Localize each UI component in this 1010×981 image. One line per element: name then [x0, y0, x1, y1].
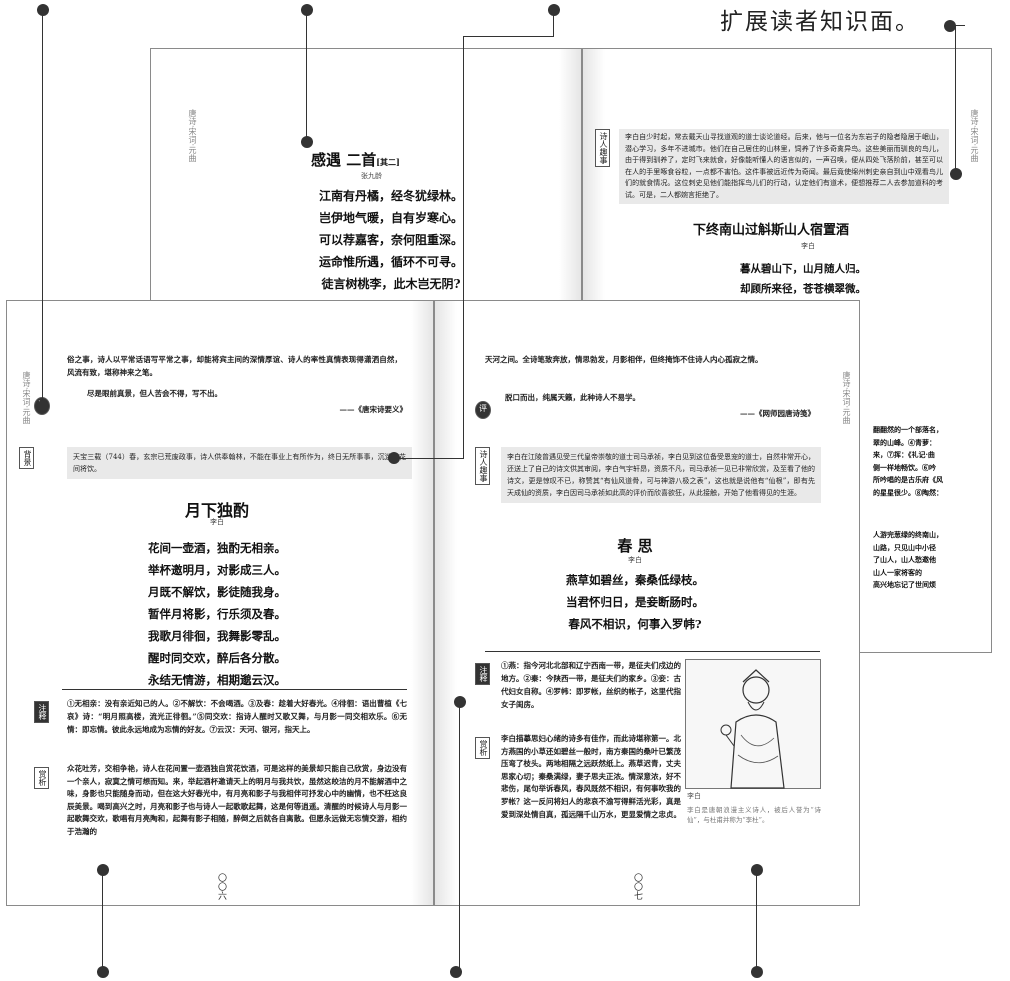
callout-line	[102, 870, 103, 971]
callout-dot	[751, 966, 763, 978]
back-right-page: 唐诗·宋词·元曲 诗人趣事 李白自少时起，常去戴天山寻找道观的道士谈论道经。后来…	[582, 48, 992, 653]
appreciation-text: 李白描摹思妇心绪的诗多有佳作，而此诗堪称第一。北方燕国的小草还如碧丝一般时，南方…	[501, 734, 681, 819]
anecdote-badge: 诗人趣事	[475, 447, 490, 485]
callout-line	[756, 870, 757, 971]
callout-dot	[454, 696, 466, 708]
appreciation-fragment: 人游完葱绿的终南山， 山路，只见山中小径 了山人，山人愁邀他 山人一家将客的 高…	[873, 530, 943, 589]
page-number: 〇〇七	[632, 873, 642, 900]
poem-line: 可以荐嘉客，奈何阻重深。	[318, 233, 463, 247]
running-head: 唐诗·宋词·元曲	[188, 109, 197, 163]
callout-caption: 扩展读者知识面。	[720, 9, 920, 35]
front-left-page: 唐诗·宋词·元曲 俗之事，诗人以平常话语写平常之事，却能将宾主间的深情厚谊、诗人…	[6, 300, 434, 906]
background-text: 天宝三载（744）春，玄宗已荒废政事，诗人供奉翰林，不能在事业上有所作为，终日无…	[67, 447, 412, 479]
quote-source: ——《网师园唐诗笺》	[740, 409, 815, 418]
poem-line: 暂伴月将影，行乐须及春。	[148, 607, 286, 621]
poem-line: 醒时同交欢，醉后各分散。	[148, 651, 286, 665]
callout-line	[463, 36, 464, 458]
notes-text: ①无相亲：没有亲近知己的人。②不解饮：不会喝酒。③及春：趁着大好春光。④徘徊：语…	[67, 699, 407, 734]
front-right-page: 唐诗·宋词·元曲 天河之间。全诗笔致奔放，情思勃发，月影相伴，但终掩饰不住诗人内…	[434, 300, 860, 906]
poet-portrait-image	[720, 669, 785, 789]
poem-title: 春 思	[617, 537, 653, 555]
callout-line	[463, 36, 554, 37]
appreciation-text: 众花吐芳，交相争艳，诗人在花间置一壶酒独自赏花饮酒，可是这样的美景却只能自己欣赏…	[67, 764, 407, 836]
notes-fragment: 翻翻然的一个部落名， 翠的山峰。④青萝： 来，⑦挥：《礼记·曲 侧一样地畅饮。⑥…	[873, 425, 943, 497]
poem-body: 江南有丹橘，经冬犹绿林。 岂伊地气暖，自有岁寒心。 可以荐嘉客，奈何阻重深。 运…	[281, 185, 501, 295]
appreciation-badge: 赏析	[475, 737, 490, 759]
poem-line: 当君怀归日，是妾断肠时。	[566, 595, 704, 609]
running-head: 唐诗·宋词·元曲	[22, 371, 31, 425]
running-head: 唐诗·宋词·元曲	[970, 109, 979, 163]
poem-author: 李白	[210, 518, 224, 526]
poem-line: 举杯邀明月，对影成三人。	[148, 563, 286, 577]
notes-badge: 注释	[475, 663, 490, 685]
callout-line	[459, 702, 460, 971]
quote-source: ——《唐宋诗要义》	[339, 405, 408, 414]
poem-title: 感遇 二首[其二]	[311, 151, 400, 169]
poem-body: 暮从碧山下，山月随人归。 却顾所来径，苍苍横翠微。	[683, 259, 923, 299]
poem-author: 李白	[801, 242, 815, 250]
intro-text: 俗之事，诗人以平常话语写平常之事，却能将宾主间的深情厚谊、诗人的率性真情表现得潇…	[67, 355, 402, 377]
poem-line: 江南有丹橘，经冬犹绿林。	[318, 189, 463, 203]
poem-line: 春风不相识，何事入罗帏?	[568, 617, 702, 631]
callout-dot	[944, 20, 956, 32]
callout-dot	[301, 136, 313, 148]
callout-line	[42, 10, 43, 405]
callout-dot	[97, 864, 109, 876]
poem-line: 月既不解饮，影徒随我身。	[148, 585, 286, 599]
poem-line: 我歌月徘徊，我舞影零乱。	[148, 629, 286, 643]
poem-body: 燕草如碧丝，秦桑低绿枝。 当君怀归日，是妾断肠时。 春风不相识，何事入罗帏?	[515, 569, 755, 635]
callout-dot	[450, 966, 462, 978]
poem-author: 李白	[628, 556, 642, 564]
notes-badge: 注释	[34, 701, 49, 723]
poem-line: 徒言树桃李，此木岂无阴?	[321, 277, 461, 291]
poem-line: 花间一壶酒，独酌无相亲。	[148, 541, 286, 555]
anecdote-text: 李白自少时起，常去戴天山寻找道观的道士谈论道经。后来，他与一位名为东岩子的隐者隐…	[619, 129, 949, 204]
portrait-note: 李白是唐朝浪漫主义诗人，被后人誉为“诗仙”，与杜甫并称为“李杜”。	[687, 806, 821, 824]
callout-line	[553, 10, 554, 36]
anecdote-badge: 诗人趣事	[595, 129, 610, 167]
back-left-page: 唐诗·宋词·元曲 感遇 二首[其二] 张九龄 江南有丹橘，经冬犹绿林。 岂伊地气…	[150, 48, 582, 308]
poem-line: 燕草如碧丝，秦桑低绿枝。	[566, 573, 704, 587]
anecdote-text: 李白在江陵曾遇见受三代皇帝崇敬的道士司马承祯，李白见到这位备受恩宠的道士，自然非…	[501, 447, 821, 503]
comment-badge: 评	[475, 401, 491, 419]
callout-dot	[388, 452, 400, 464]
poem-line: 岂伊地气暖，自有岁寒心。	[318, 211, 463, 225]
portrait-illustration	[685, 659, 821, 789]
poem-title: 月下独酌	[184, 501, 249, 520]
callout-dot	[37, 400, 49, 412]
poem-title: 下终南山过斛斯山人宿置酒	[693, 223, 850, 238]
page-number: 〇〇六	[216, 873, 226, 900]
callout-line	[306, 10, 307, 140]
poem-body: 花间一壶酒，独酌无相亲。 举杯邀明月，对影成三人。 月既不解饮，影徒随我身。 暂…	[87, 537, 347, 691]
quote-text: 脱口而出，纯属天籁，此种诗人不易学。	[505, 393, 640, 402]
section-rule	[62, 689, 407, 690]
callout-dot	[950, 168, 962, 180]
callout-dot	[301, 4, 313, 16]
poem-author: 张九龄	[361, 172, 382, 180]
callout-dot	[751, 864, 763, 876]
callout-line	[955, 25, 965, 26]
background-badge: 背景	[19, 447, 34, 469]
quote-text: 尽是眼前真景，但人苦会不得，写不出。	[87, 389, 222, 398]
section-rule	[485, 651, 820, 652]
poem-line: 暮从碧山下，山月随人归。	[740, 263, 866, 275]
callout-dot	[97, 966, 109, 978]
appreciation-badge: 赏析	[34, 767, 49, 789]
notes-text: ①燕：指今河北北部和辽宁西南一带，是征夫们戍边的地方。②秦：今陕西一带，是征夫们…	[501, 661, 681, 709]
intro-text: 天河之间。全诗笔致奔放，情思勃发，月影相伴，但终掩饰不住诗人内心孤寂之情。	[485, 355, 763, 364]
poem-line: 却顾所来径，苍苍横翠微。	[740, 283, 866, 295]
poem-line: 永结无情游，相期邈云汉。	[148, 673, 286, 687]
portrait-caption: 李白	[687, 792, 701, 800]
poem-line: 运命惟所遇，循环不可寻。	[318, 255, 463, 269]
callout-dot	[37, 4, 49, 16]
callout-dot	[548, 4, 560, 16]
running-head: 唐诗·宋词·元曲	[842, 371, 851, 425]
callout-line	[955, 25, 956, 173]
callout-line	[394, 458, 464, 459]
